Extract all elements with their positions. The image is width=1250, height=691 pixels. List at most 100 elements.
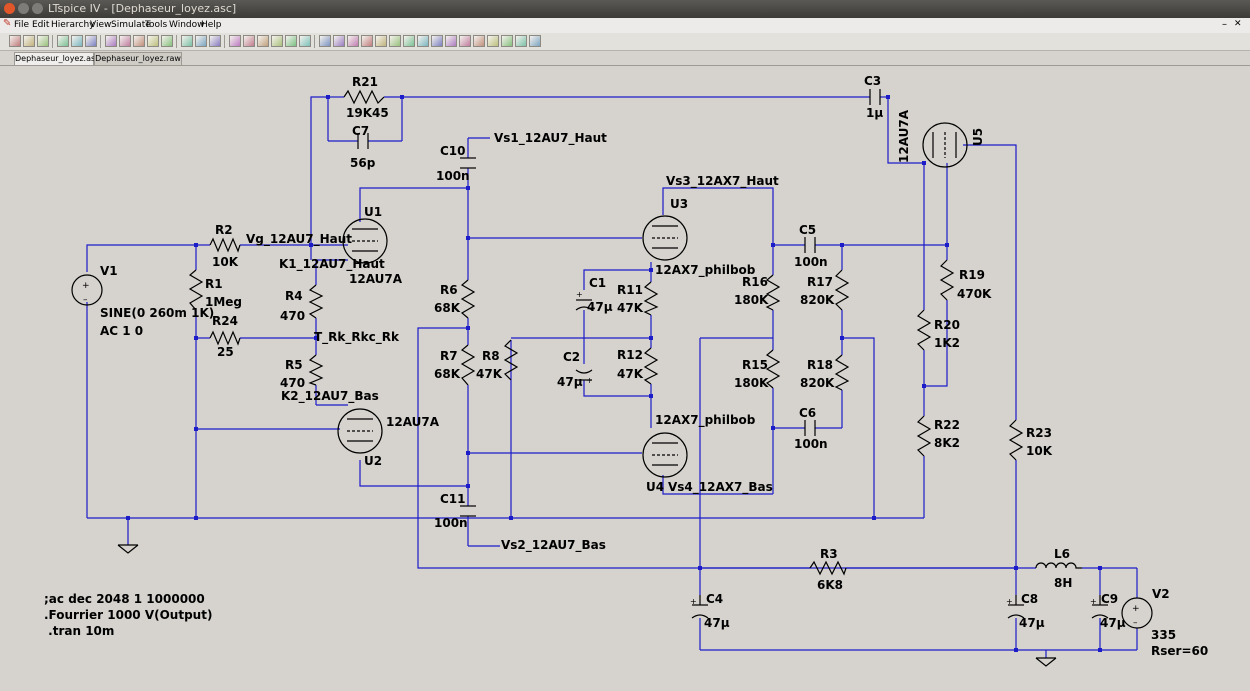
resistor-r2 xyxy=(209,237,241,253)
svg-text:+: + xyxy=(1132,604,1140,614)
label-r20: R20 xyxy=(934,318,960,332)
resistor-r24 xyxy=(209,330,241,346)
menu-simulate[interactable]: Simulate xyxy=(111,20,151,30)
label-u4-model: 12AX7_philbob xyxy=(655,413,756,428)
ground-symbol-right xyxy=(1035,657,1057,667)
paste-icon[interactable] xyxy=(285,35,297,47)
inductor-icon[interactable] xyxy=(389,35,401,47)
capacitor-c2: + xyxy=(575,369,593,385)
mirror-icon[interactable] xyxy=(501,35,513,47)
label-v1: V1 xyxy=(100,264,118,278)
directive-ac: ;ac dec 2048 1 1000000 xyxy=(44,592,205,606)
drag-icon[interactable] xyxy=(445,35,457,47)
directive-tran: .tran 10m xyxy=(44,624,114,638)
label-r18: R18 xyxy=(807,358,833,372)
cancel-zoom-icon[interactable] xyxy=(161,35,173,47)
resistor-r23 xyxy=(1008,419,1024,461)
label-v2-rser: Rser=60 xyxy=(1151,644,1208,658)
minimize-doc-icon[interactable]: – xyxy=(1222,19,1227,30)
find-icon[interactable] xyxy=(299,35,311,47)
label-r15: R15 xyxy=(742,358,768,372)
label-u1-model: 12AU7A xyxy=(349,272,403,286)
print-preview-icon[interactable] xyxy=(243,35,255,47)
resistor-icon[interactable] xyxy=(361,35,373,47)
menu-file[interactable]: File xyxy=(14,20,30,30)
label-c7-value: 56p xyxy=(350,156,376,170)
label-vs3: Vs3_12AX7_Haut xyxy=(666,174,779,189)
label-r6-value: 68K xyxy=(434,301,461,315)
menu-tools[interactable]: Tools xyxy=(145,20,168,30)
copy-icon[interactable] xyxy=(271,35,283,47)
close-doc-icon[interactable]: ✕ xyxy=(1234,19,1242,29)
toolbar-separator xyxy=(176,35,177,48)
label-r1-value: 1Meg xyxy=(205,295,242,309)
label-l6: L6 xyxy=(1054,547,1070,561)
capacitor-icon[interactable] xyxy=(375,35,387,47)
resistor-r16 xyxy=(765,274,781,311)
cut-icon[interactable] xyxy=(257,35,269,47)
label-vs2: Vs2_12AU7_Bas xyxy=(501,538,606,553)
minimize-window-icon[interactable] xyxy=(18,3,29,14)
capacitor-c5 xyxy=(804,237,816,253)
close-window-icon[interactable] xyxy=(4,3,15,14)
toolbar xyxy=(0,33,1250,51)
rotate-icon[interactable] xyxy=(487,35,499,47)
component-labels: R21 19K45 C7 56p C3 1µ U5 12AU7A C10 100… xyxy=(100,74,1208,658)
halt-icon[interactable] xyxy=(85,35,97,47)
zoom-fit-icon[interactable] xyxy=(147,35,159,47)
label-icon[interactable] xyxy=(347,35,359,47)
menu-view[interactable]: View xyxy=(90,20,112,30)
menu-hierarchy[interactable]: Hierarchy xyxy=(51,20,95,30)
triode-u2 xyxy=(337,408,383,454)
components[interactable]: + + + + + +– +– xyxy=(71,89,1153,667)
new-schematic-icon[interactable] xyxy=(9,35,21,47)
redo-icon[interactable] xyxy=(473,35,485,47)
label-c8: C8 xyxy=(1021,592,1038,606)
label-v2: V2 xyxy=(1152,587,1170,601)
label-r3: R3 xyxy=(820,547,838,561)
diode-icon[interactable] xyxy=(403,35,415,47)
schematic-canvas[interactable]: + + + + + +– +– xyxy=(0,66,1250,687)
save-icon[interactable] xyxy=(37,35,49,47)
wire-icon[interactable] xyxy=(319,35,331,47)
app-menu-icon[interactable]: ✎ xyxy=(3,18,12,29)
spice-directives[interactable]: ;ac dec 2048 1 1000000 .Fourrier 1000 V(… xyxy=(44,592,212,638)
label-vs4: Vs4_12AX7_Bas xyxy=(668,480,773,495)
label-c4: C4 xyxy=(706,592,723,606)
print-icon[interactable] xyxy=(229,35,241,47)
label-c2-value: 47µ xyxy=(557,375,583,389)
triode-u1 xyxy=(342,218,388,264)
menu-window[interactable]: Window xyxy=(169,20,205,30)
label-r19-value: 470K xyxy=(957,287,992,301)
menu-help[interactable]: Help xyxy=(201,20,222,30)
label-r12-value: 47K xyxy=(617,367,644,381)
run-icon[interactable] xyxy=(71,35,83,47)
control-panel-icon[interactable] xyxy=(57,35,69,47)
open-icon[interactable] xyxy=(23,35,35,47)
pan-icon[interactable] xyxy=(119,35,131,47)
spice-directive-icon[interactable] xyxy=(529,35,541,47)
maximize-window-icon[interactable] xyxy=(32,3,43,14)
zoom-in-icon[interactable] xyxy=(105,35,117,47)
tile-icon[interactable] xyxy=(181,35,193,47)
label-r6: R6 xyxy=(440,283,458,297)
undo-icon[interactable] xyxy=(459,35,471,47)
move-icon[interactable] xyxy=(431,35,443,47)
triode-u4 xyxy=(642,432,688,478)
cascade-icon[interactable] xyxy=(195,35,207,47)
inductor-l6 xyxy=(1035,562,1082,569)
close-icon[interactable] xyxy=(209,35,221,47)
schematic-drawing[interactable]: + + + + + +– +– xyxy=(0,66,1250,687)
tab-schematic[interactable]: Dephaseur_loyez.asc xyxy=(14,52,100,65)
ground-icon[interactable] xyxy=(333,35,345,47)
tab-waveform[interactable]: Dephaseur_loyez.raw xyxy=(94,52,182,65)
menu-edit[interactable]: Edit xyxy=(32,20,50,30)
text-icon[interactable] xyxy=(515,35,527,47)
zoom-out-icon[interactable] xyxy=(133,35,145,47)
tab-bar: Dephaseur_loyez.asc Dephaseur_loyez.raw xyxy=(0,51,1250,66)
capacitor-c10 xyxy=(460,157,476,169)
component-icon[interactable] xyxy=(417,35,429,47)
triode-u5 xyxy=(922,122,968,168)
label-r24: R24 xyxy=(212,314,238,328)
label-r16-value: 180K xyxy=(734,293,769,307)
